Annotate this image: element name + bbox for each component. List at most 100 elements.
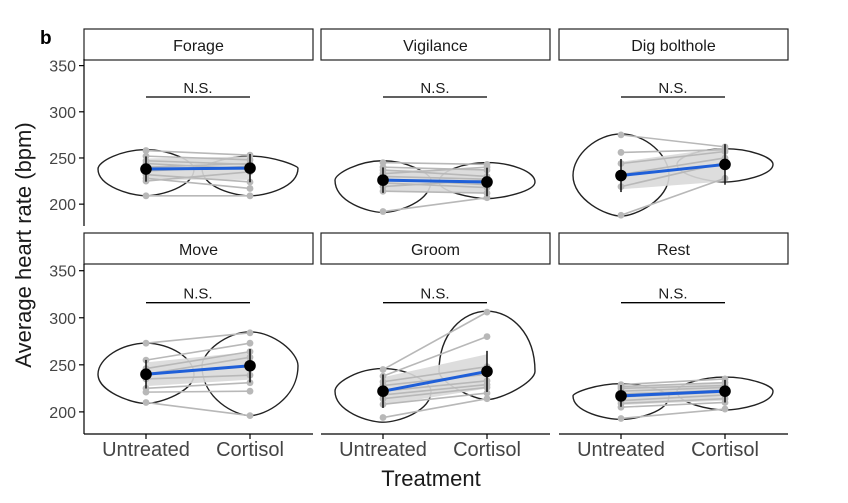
subject-line	[620, 384, 726, 390]
subject-point	[246, 379, 254, 387]
subject-line	[382, 161, 488, 166]
subject-line	[145, 350, 251, 370]
subject-line	[145, 171, 251, 182]
x-axis-title: Treatment	[381, 466, 480, 491]
subject-line	[382, 386, 488, 400]
facet-strip	[320, 28, 551, 61]
mean-line	[145, 166, 251, 171]
x-tick-label-untreated: Untreated	[577, 439, 665, 461]
subject-line	[620, 157, 726, 176]
x-tick-label-cortisol: Cortisol	[216, 439, 284, 461]
facet-title: Move	[179, 242, 218, 259]
mean-point-untreated	[377, 174, 389, 186]
subject-point	[246, 329, 254, 337]
subject-point	[246, 412, 254, 420]
subject-line	[145, 381, 251, 390]
subject-line	[620, 408, 726, 420]
subject-line	[620, 177, 726, 216]
subject-line	[620, 381, 726, 388]
subject-line	[620, 397, 726, 405]
facet-title: Groom	[411, 242, 460, 259]
mean-line	[620, 162, 726, 178]
subject-7	[142, 387, 254, 396]
facet-title: Vigilance	[403, 38, 468, 55]
facet-strip	[320, 232, 551, 265]
subject-line	[620, 386, 726, 392]
subject-line	[145, 342, 251, 361]
y-tick-label: 350	[49, 59, 76, 76]
subject-line	[382, 365, 488, 383]
subject-point	[142, 192, 150, 200]
subject-line	[620, 134, 726, 148]
facet-strip	[558, 232, 789, 265]
significance-label: N.S.	[658, 286, 687, 303]
mean-point-cortisol	[481, 365, 493, 378]
subject-point	[617, 415, 625, 422]
subject-line	[382, 166, 488, 175]
significance-label: N.S.	[420, 286, 449, 303]
subject-point	[142, 147, 150, 154]
facet-title: Rest	[657, 242, 690, 259]
y-axis-title: Average heart rate (bpm)	[11, 122, 36, 367]
subject-1	[379, 159, 491, 168]
mean-line	[382, 178, 488, 184]
subject-point	[483, 333, 491, 340]
subject-line	[382, 311, 488, 371]
subject-point	[483, 308, 491, 316]
subject-1	[379, 308, 491, 373]
facet-strip	[83, 28, 314, 61]
subject-line	[145, 162, 251, 169]
subject-point	[379, 414, 387, 421]
panel-letter: b	[40, 28, 52, 49]
facet-title: Forage	[173, 38, 224, 55]
subject-point	[483, 395, 491, 403]
subject-line	[145, 390, 251, 393]
subject-point	[142, 399, 150, 406]
x-tick-label-untreated: Untreated	[102, 439, 190, 461]
subject-line	[620, 150, 726, 165]
mean-point-untreated	[615, 169, 627, 182]
facet-strip	[558, 28, 789, 61]
subject-point	[379, 366, 387, 373]
mean-point-untreated	[140, 368, 152, 381]
subject-line	[382, 182, 488, 189]
mean-line	[145, 364, 251, 376]
x-tick-label-cortisol: Cortisol	[691, 439, 759, 461]
subject-line	[620, 378, 726, 386]
subject-line	[145, 332, 251, 344]
facet-strip	[83, 232, 314, 265]
subject-point	[483, 163, 491, 171]
mean-point-untreated	[615, 390, 627, 402]
confidence-ribbon	[621, 147, 725, 190]
subject-line	[382, 397, 488, 419]
y-tick-label: 300	[49, 311, 76, 328]
mean-point-cortisol	[719, 385, 731, 397]
y-tick-label: 200	[49, 405, 76, 422]
mean-point-cortisol	[719, 158, 731, 171]
subject-line	[382, 392, 488, 406]
subject-1	[617, 131, 729, 151]
significance-label: N.S.	[183, 80, 212, 97]
subject-line	[382, 335, 488, 377]
subject-line	[382, 383, 488, 396]
y-tick-label: 250	[49, 358, 76, 375]
subject-line	[145, 374, 251, 380]
subject-line	[145, 401, 251, 417]
subject-point	[142, 388, 150, 396]
subject-point	[721, 405, 729, 413]
mean-line	[382, 369, 488, 393]
subject-line	[382, 166, 488, 171]
significance-label: N.S.	[183, 286, 212, 303]
subject-line	[620, 401, 726, 408]
subject-point	[617, 403, 625, 411]
subject-point	[246, 339, 254, 347]
x-tick-label-untreated: Untreated	[339, 439, 427, 461]
